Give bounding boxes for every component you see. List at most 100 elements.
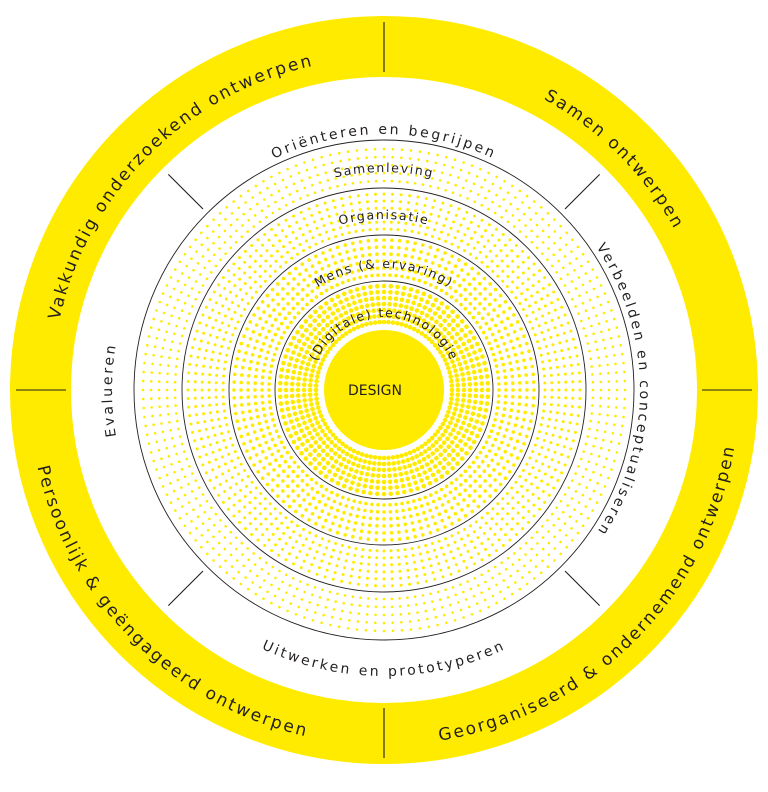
dot <box>433 521 438 526</box>
dot <box>558 248 562 251</box>
dot <box>347 231 351 235</box>
dot <box>360 253 365 258</box>
dot <box>447 210 451 214</box>
dot <box>615 451 619 454</box>
dot <box>375 556 379 560</box>
dot <box>296 524 299 528</box>
dot <box>317 260 321 265</box>
dot <box>367 562 371 566</box>
dot <box>249 569 252 573</box>
dot <box>307 430 312 436</box>
dot <box>311 619 315 622</box>
dot <box>218 565 222 568</box>
dot <box>584 334 588 338</box>
dot <box>534 565 538 568</box>
dot <box>427 151 431 155</box>
dot <box>274 517 278 521</box>
dot <box>389 220 393 224</box>
dot <box>313 586 317 589</box>
dot <box>270 287 275 292</box>
dot <box>533 443 537 447</box>
dot <box>526 277 530 281</box>
dot <box>224 559 227 563</box>
dot <box>425 475 430 481</box>
dot <box>405 298 411 304</box>
dot <box>497 538 501 542</box>
dot <box>437 496 442 501</box>
dot <box>416 195 420 199</box>
dot <box>546 328 550 332</box>
dot <box>331 521 335 526</box>
dot <box>486 265 489 269</box>
dot <box>495 583 498 587</box>
dot <box>346 552 350 556</box>
dot <box>521 495 525 498</box>
dot <box>503 476 508 481</box>
dot <box>365 156 368 159</box>
dot <box>313 465 318 471</box>
dot <box>382 147 386 151</box>
dot <box>418 451 424 457</box>
dot <box>246 344 250 348</box>
dot <box>505 522 509 526</box>
dot <box>362 459 368 464</box>
dot <box>304 508 308 512</box>
dot <box>537 469 541 473</box>
dot <box>445 470 450 475</box>
dot <box>444 189 447 192</box>
dot <box>323 432 328 438</box>
dot <box>368 548 372 552</box>
dot <box>439 474 445 479</box>
dot <box>203 356 207 360</box>
dot <box>268 274 272 278</box>
dot <box>308 176 312 179</box>
dot <box>284 260 288 264</box>
dot <box>246 230 249 233</box>
dot <box>195 250 198 253</box>
dot <box>446 365 451 371</box>
dot <box>546 483 550 486</box>
dot <box>432 169 436 172</box>
dot <box>180 291 183 294</box>
phase-divider <box>564 570 601 607</box>
dot <box>266 590 269 594</box>
dot <box>201 284 205 287</box>
dot <box>210 271 213 274</box>
dot <box>587 460 591 464</box>
dot <box>430 542 434 545</box>
dot <box>222 439 226 442</box>
dot <box>472 530 476 534</box>
dot <box>233 326 237 330</box>
dot <box>480 516 484 520</box>
dot <box>356 194 360 198</box>
dot <box>394 484 400 490</box>
dot <box>429 283 433 287</box>
dot <box>302 559 306 563</box>
dot <box>588 279 592 283</box>
dot <box>364 148 368 151</box>
dot <box>436 623 439 627</box>
dot <box>198 321 202 325</box>
dot <box>570 527 573 530</box>
dot <box>268 502 272 506</box>
dot <box>363 297 369 303</box>
dot <box>565 339 569 343</box>
dot <box>621 424 624 428</box>
dot <box>341 457 347 462</box>
dot <box>450 448 456 454</box>
dot <box>308 397 313 403</box>
dot <box>413 182 417 185</box>
dot <box>246 381 250 385</box>
dot <box>267 446 271 451</box>
dot <box>311 593 314 597</box>
dot <box>332 332 338 337</box>
dot <box>519 449 523 453</box>
dot <box>571 539 574 542</box>
dot <box>280 255 284 259</box>
dot <box>491 507 495 511</box>
dot <box>496 344 500 349</box>
dot <box>367 180 370 183</box>
dot <box>575 422 579 426</box>
dot <box>214 381 218 385</box>
dot <box>312 427 318 433</box>
